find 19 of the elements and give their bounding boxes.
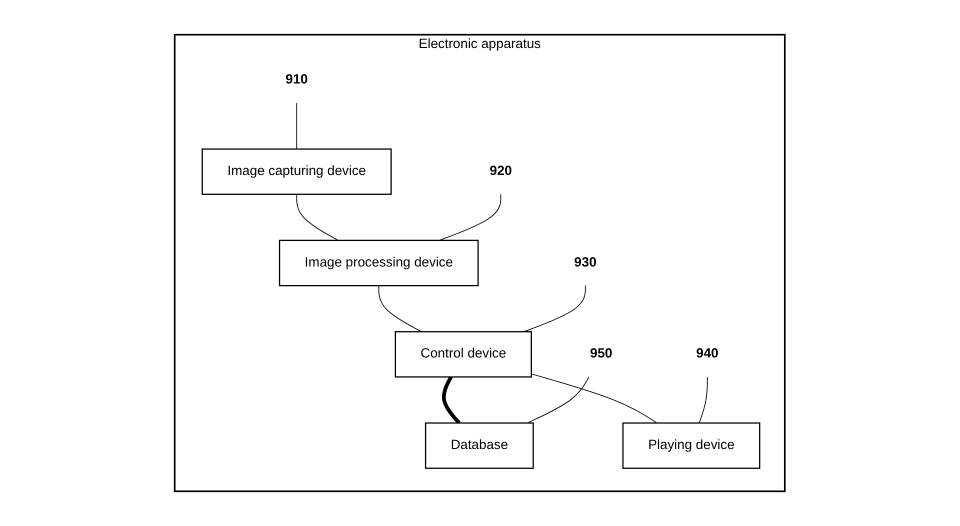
node-text: 930	[574, 255, 597, 270]
node-text: 940	[696, 346, 719, 362]
node-box: Playing device	[622, 422, 761, 469]
connector	[296, 194, 339, 241]
node-box: Image processing device	[279, 240, 479, 286]
connector	[699, 376, 708, 424]
connector	[524, 285, 586, 332]
connector	[531, 373, 658, 424]
node-box: Database	[425, 422, 534, 469]
connector	[442, 376, 461, 424]
node-text: 910	[286, 72, 308, 88]
connector	[296, 102, 298, 150]
node-box: Image capturing device	[202, 148, 392, 195]
connector	[378, 285, 422, 332]
connector	[439, 194, 502, 241]
node-text: 950	[590, 346, 613, 362]
node-text: 920	[490, 164, 512, 178]
connector	[527, 376, 590, 424]
node-box: Control device	[395, 331, 532, 378]
